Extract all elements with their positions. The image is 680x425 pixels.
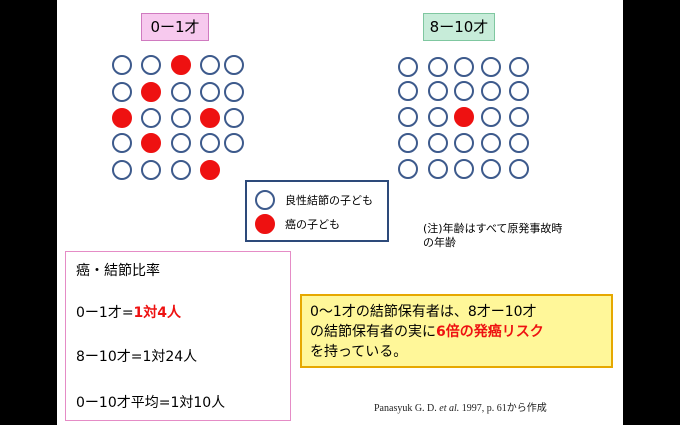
slide: 0ー1才 8ー10才 良性結節の子ども 癌の子ども (注)年齢はすべて原発事故時… [57,0,623,425]
ratio-row-average: 0ー10才平均=1対10人 [76,395,226,411]
benign-circle [428,159,448,179]
age-note-line-2: の年齢 [423,236,456,249]
age-note-line-1: (注)年齢はすべて原発事故時 [423,222,563,235]
benign-circle [398,107,418,127]
summary-line-2: の結節保有者の実に6倍の発癌リスク [310,322,603,342]
cancer-circle-icon [255,214,275,234]
benign-circle [481,81,501,101]
benign-circle [200,55,220,75]
benign-circle-icon [255,190,275,210]
benign-circle [200,133,220,153]
benign-circle [509,107,529,127]
benign-circle [200,82,220,102]
benign-circle [509,133,529,153]
cancer-circle [200,108,220,128]
benign-circle [112,133,132,153]
ratio-row-age-0-1: 0ー1才=1対4人 [76,302,181,322]
summary-box: 0〜1才の結節保有者は、8才ー10才 の結節保有者の実に6倍の発癌リスク を持っ… [300,294,613,368]
benign-circle [428,81,448,101]
ratio-title: 癌・結節比率 [76,263,160,279]
benign-circle [428,133,448,153]
age-note: (注)年齢はすべて原発事故時 の年齢 [423,222,613,250]
legend-cancer-label: 癌の子ども [285,218,340,231]
cancer-circle [454,107,474,127]
legend: 良性結節の子ども 癌の子ども [245,180,389,242]
benign-circle [428,57,448,77]
benign-circle [112,160,132,180]
cancer-circle [171,55,191,75]
benign-circle [509,57,529,77]
benign-circle [481,133,501,153]
citation-rest: 1997, p. 61から作成 [459,403,547,414]
benign-circle [454,133,474,153]
summary-line-1: 0〜1才の結節保有者は、8才ー10才 [310,304,537,320]
ratio-box: 癌・結節比率 0ー1才=1対4人 8ー10才=1対24人 0ー10才平均=1対1… [65,251,291,421]
benign-circle [141,108,161,128]
ratio-row-age-0-1-value: 1対4人 [133,305,182,321]
ratio-row-age-8-10: 8ー10才=1対24人 [76,349,198,365]
benign-circle [171,82,191,102]
benign-circle [509,159,529,179]
cancer-circle [141,133,161,153]
summary-line-3: を持っている。 [310,344,408,360]
benign-circle [398,159,418,179]
benign-circle [428,107,448,127]
benign-circle [224,55,244,75]
citation-author: Panasyuk G. D. [374,403,440,414]
benign-circle [481,107,501,127]
legend-benign-label: 良性結節の子ども [285,194,373,207]
benign-circle [112,82,132,102]
benign-circle [171,133,191,153]
benign-circle [454,57,474,77]
benign-circle [224,82,244,102]
benign-circle [171,160,191,180]
benign-circle [398,133,418,153]
benign-circle [454,81,474,101]
citation: Panasyuk G. D. et al. 1997, p. 61から作成 [374,399,547,414]
cancer-circle [112,108,132,128]
benign-circle [481,159,501,179]
legend-item-benign: 良性結節の子ども [255,190,385,210]
ratio-row-age-0-1-label: 0ー1才= [76,305,134,321]
benign-circle [224,133,244,153]
cancer-circle [141,82,161,102]
legend-item-cancer: 癌の子ども [255,214,385,234]
summary-line-2-text: の結節保有者の実に [310,324,436,340]
benign-circle [141,160,161,180]
benign-circle [398,57,418,77]
benign-circle [112,55,132,75]
citation-etal: et al. [439,403,460,414]
benign-circle [141,55,161,75]
summary-highlight: 6倍の発癌リスク [436,324,544,340]
group-label-age-0-1: 0ー1才 [141,13,209,41]
group-label-age-8-10: 8ー10才 [423,13,495,41]
benign-circle [481,57,501,77]
benign-circle [398,81,418,101]
benign-circle [171,108,191,128]
benign-circle [509,81,529,101]
cancer-circle [200,160,220,180]
benign-circle [454,159,474,179]
benign-circle [224,108,244,128]
